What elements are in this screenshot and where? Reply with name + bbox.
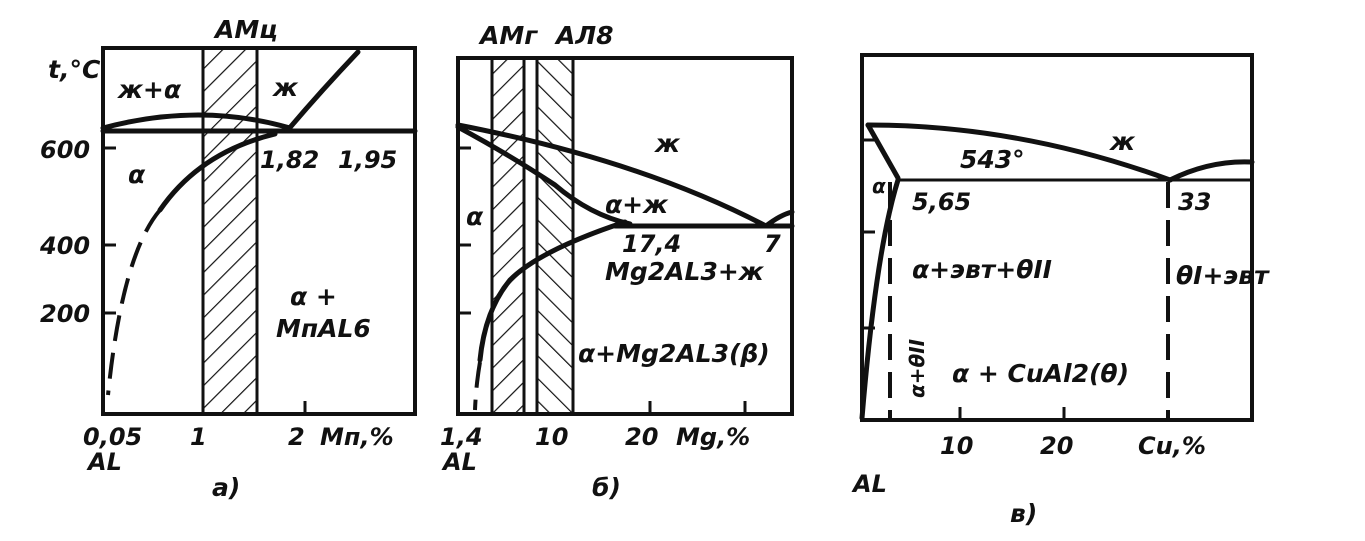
al8-label: АЛ8 bbox=[554, 21, 614, 50]
region-alpha: α bbox=[128, 160, 146, 189]
region-alpha-theta2: α+θII bbox=[905, 338, 929, 398]
panel-b: АМг АЛ8 ж α+ж α 17,4 7 Mg2AL3+ж α+Mg2AL3… bbox=[440, 21, 795, 502]
base-al-a: AL bbox=[86, 448, 122, 476]
region-liquid-c: ж bbox=[1109, 127, 1136, 156]
region-liquid-b: ж bbox=[654, 129, 681, 158]
amg-hatched-band bbox=[490, 56, 526, 416]
liquidus-compound-curve bbox=[284, 49, 361, 134]
solvus-c bbox=[859, 177, 901, 421]
panel-a: АМц t,°C 600 400 200 ж+α ж α 1,82 1,95 α… bbox=[39, 15, 418, 502]
amc-label: АМц bbox=[213, 15, 278, 44]
caption-c: в) bbox=[1010, 499, 1037, 528]
liquidus-right-c bbox=[1167, 159, 1255, 183]
base-al-b: AL bbox=[441, 448, 477, 476]
region-liquid-alpha: ж+α bbox=[117, 75, 182, 104]
y-tick-400: 400 bbox=[39, 232, 90, 260]
region-alpha-c: α bbox=[872, 174, 886, 198]
solvus-curve-b bbox=[477, 219, 628, 363]
x-axis-mn: Мп,% bbox=[320, 423, 394, 451]
x-tick-2: 2 bbox=[288, 423, 305, 451]
x-axis-cu: Cu,% bbox=[1138, 432, 1206, 460]
solvus-dashed-curve bbox=[106, 208, 162, 396]
point-5-65: 5,65 bbox=[912, 188, 971, 216]
region-alpha-b: α bbox=[466, 202, 484, 231]
y-tick-200: 200 bbox=[40, 300, 90, 328]
solvus-dashed-b bbox=[473, 361, 482, 411]
base-al-c: AL bbox=[851, 470, 887, 498]
x-tick-10: 10 bbox=[535, 423, 568, 451]
region-theta1-eut: θI+эвт bbox=[1176, 261, 1270, 290]
region-alpha-eut-theta2: α+эвт+θII bbox=[912, 255, 1052, 284]
solidus-curve-b bbox=[455, 124, 633, 227]
amg-label: АМг bbox=[478, 21, 538, 50]
panel-b-frame bbox=[456, 56, 794, 416]
y-axis-label: t,°C bbox=[48, 55, 101, 84]
amc-hatched-band bbox=[201, 46, 259, 416]
panel-c: ж 543° α 5,65 33 α+эвт+θII θI+эвт α+θII … bbox=[851, 53, 1270, 528]
region-alpha-plus: α + bbox=[290, 282, 337, 311]
region-mnal6: МпAL6 bbox=[276, 314, 371, 343]
point-7: 7 bbox=[764, 230, 781, 258]
temperature-543: 543° bbox=[960, 145, 1025, 174]
panel-c-frame bbox=[860, 53, 1254, 422]
x-tick-0-05: 0,05 bbox=[83, 423, 142, 451]
solidus-c bbox=[865, 122, 901, 181]
region-alpha-liquid: α+ж bbox=[605, 190, 669, 219]
caption-a: а) bbox=[212, 473, 240, 502]
x-axis-mg: Mg,% bbox=[676, 423, 750, 451]
al8-hatched-band bbox=[535, 56, 575, 416]
solvus-curve bbox=[157, 131, 278, 213]
y-tick-600: 600 bbox=[40, 136, 90, 164]
panel-a-frame bbox=[101, 46, 417, 416]
liquidus-curve-c bbox=[865, 122, 1173, 183]
caption-b: б) bbox=[592, 473, 621, 502]
region-liquid: ж bbox=[272, 73, 299, 102]
x-tick-20-c: 20 bbox=[1040, 432, 1073, 460]
liquidus-curve bbox=[100, 112, 293, 131]
x-tick-20: 20 bbox=[625, 423, 658, 451]
point-1-82: 1,82 bbox=[260, 146, 319, 174]
point-33: 33 bbox=[1178, 188, 1211, 216]
x-tick-1: 1 bbox=[190, 423, 207, 451]
point-1-95: 1,95 bbox=[338, 146, 397, 174]
x-tick-1-4: 1,4 bbox=[440, 423, 483, 451]
region-alpha-beta: α+Mg2AL3(β) bbox=[578, 339, 770, 368]
region-beta-liquid: Mg2AL3+ж bbox=[605, 257, 765, 286]
region-alpha-cual2: α + CuAl2(θ) bbox=[952, 359, 1129, 388]
x-tick-10-c: 10 bbox=[940, 432, 973, 460]
point-17-4: 17,4 bbox=[622, 230, 681, 258]
liquidus-curve-b bbox=[455, 122, 769, 229]
